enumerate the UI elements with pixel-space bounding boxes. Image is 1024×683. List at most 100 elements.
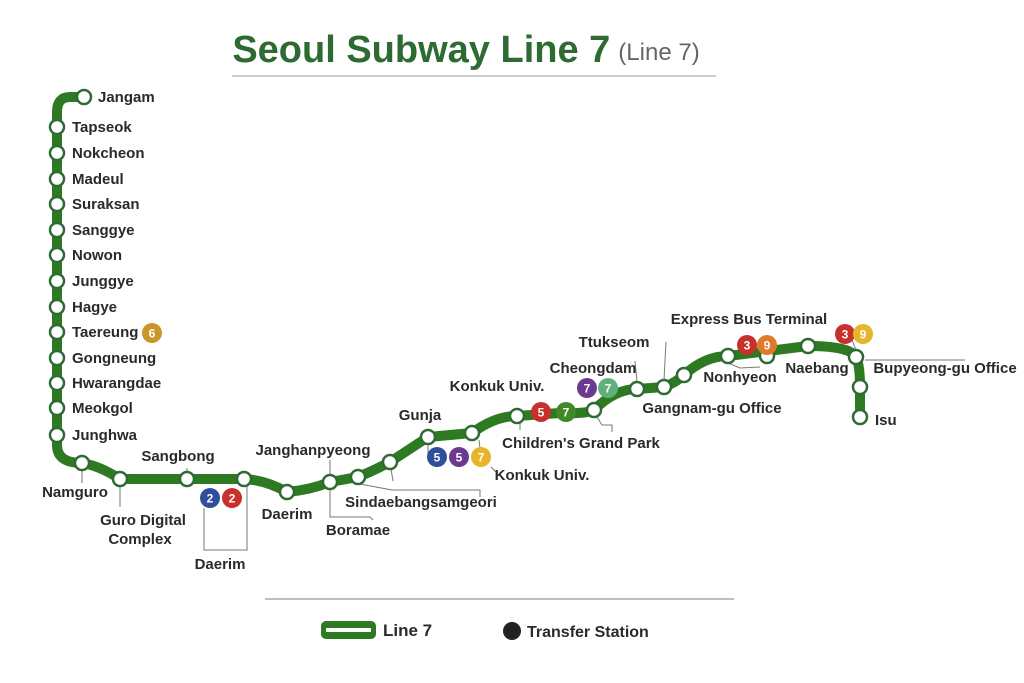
leader-line	[203, 486, 248, 551]
station-marker[interactable]	[349, 468, 367, 486]
station-marker[interactable]	[48, 195, 66, 213]
transfer-badge-number: 7	[478, 451, 485, 465]
station-marker[interactable]	[675, 366, 693, 384]
station-marker[interactable]	[48, 298, 66, 316]
leader-line	[851, 339, 857, 351]
leader-line	[663, 341, 667, 381]
station-marker[interactable]	[719, 347, 737, 365]
line-7-route	[52, 92, 865, 497]
transfer-badge-line-2	[222, 488, 242, 508]
station-label: Madeul	[72, 171, 124, 188]
legend-line-stripe	[326, 628, 371, 632]
station-marker[interactable]	[851, 378, 869, 396]
transfer-badge-number: 5	[538, 406, 545, 420]
station-label: Nokcheon	[72, 145, 145, 162]
station-label: Nowon	[72, 247, 122, 264]
station-marker[interactable]	[48, 246, 66, 264]
station-label: Sindaebangsamgeori	[345, 494, 497, 511]
label-leader-lines	[81, 339, 965, 551]
station-label: Express Bus Terminal	[671, 311, 827, 328]
leader-line	[390, 468, 394, 482]
station-label: Ttukseom	[579, 334, 650, 351]
station-label: Taereung	[72, 324, 138, 341]
station-marker[interactable]	[799, 337, 817, 355]
transfer-badge-number: 3	[744, 339, 751, 353]
legend: Line 7 Transfer Station	[321, 621, 649, 641]
station-label: Naebang	[785, 360, 848, 377]
station-marker[interactable]	[847, 348, 865, 366]
station-marker[interactable]	[508, 407, 526, 425]
station-marker[interactable]	[48, 323, 66, 341]
station-label: Hwarangdae	[72, 375, 161, 392]
station-marker[interactable]	[75, 88, 93, 106]
station-marker[interactable]	[48, 349, 66, 367]
transfer-badge-line-9	[853, 324, 873, 344]
leader-line	[634, 360, 638, 383]
station-label: Gunja	[399, 407, 442, 424]
station-marker[interactable]	[851, 408, 869, 426]
transfer-badge-number: 9	[764, 339, 771, 353]
legend-line-label: Line 7	[383, 621, 432, 640]
station-marker[interactable]	[48, 399, 66, 417]
transfer-badge-line-6	[142, 323, 162, 343]
station-marker[interactable]	[48, 426, 66, 444]
station-label: Jangam	[98, 89, 155, 106]
station-label: Sangbong	[141, 448, 214, 465]
transfer-badge-line-5	[531, 402, 551, 422]
station-marker[interactable]	[48, 374, 66, 392]
transfer-badge-line-7	[556, 402, 576, 422]
station-label: Daerim	[195, 556, 246, 573]
station-label: Junghwa	[72, 427, 138, 444]
station-label: Meokgol	[72, 400, 133, 417]
station-marker[interactable]	[628, 380, 646, 398]
station-label: Hagye	[72, 299, 117, 316]
station-marker[interactable]	[48, 221, 66, 239]
transfer-badge-line-3	[737, 335, 757, 355]
transfer-badge-number: 5	[434, 451, 441, 465]
leader-line	[478, 439, 481, 449]
station-marker[interactable]	[381, 453, 399, 471]
station-label: Guro Digital	[100, 512, 186, 529]
station-labels: JangamTapseokNokcheonMadeulSuraksanSangg…	[42, 89, 1017, 573]
station-label: Sanggye	[72, 222, 135, 239]
transfer-badge-line-2	[200, 488, 220, 508]
station-marker[interactable]	[419, 428, 437, 446]
station-marker[interactable]	[48, 144, 66, 162]
station-marker[interactable]	[178, 470, 196, 488]
station-marker[interactable]	[111, 470, 129, 488]
station-marker[interactable]	[655, 378, 673, 396]
map-title: Seoul Subway Line 7	[232, 29, 610, 71]
station-marker[interactable]	[585, 401, 603, 419]
legend-transfer-label: Transfer Station	[527, 624, 649, 641]
station-label: Gongneung	[72, 350, 156, 367]
station-label: Konkuk Univ.	[495, 467, 590, 484]
station-marker[interactable]	[278, 483, 296, 501]
transfer-badge-number: 9	[860, 328, 867, 342]
station-label: Nonhyeon	[703, 369, 776, 386]
station-marker[interactable]	[48, 118, 66, 136]
station-label: Junggye	[72, 273, 134, 290]
station-label: Isu	[875, 412, 897, 429]
station-marker[interactable]	[463, 424, 481, 442]
leader-line	[727, 362, 761, 369]
leader-line	[359, 483, 481, 497]
legend-transfer-dot	[503, 622, 521, 640]
transfer-badge-number: 5	[456, 451, 463, 465]
leader-line	[596, 416, 613, 432]
transfer-badge-line-3	[835, 324, 855, 344]
transfer-badge-number: 3	[842, 328, 849, 342]
station-marker[interactable]	[48, 272, 66, 290]
station-marker[interactable]	[321, 473, 339, 491]
station-label: Tapseok	[72, 119, 132, 136]
station-label: Namguro	[42, 484, 108, 501]
transfer-badge-line-9	[757, 335, 777, 355]
station-label: Children's Grand Park	[502, 435, 660, 452]
station-marker[interactable]	[235, 470, 253, 488]
station-label: Bupyeong-gu Office	[873, 360, 1016, 377]
station-marker[interactable]	[73, 454, 91, 472]
station-marker[interactable]	[48, 170, 66, 188]
transfer-badge-line-7	[471, 447, 491, 467]
